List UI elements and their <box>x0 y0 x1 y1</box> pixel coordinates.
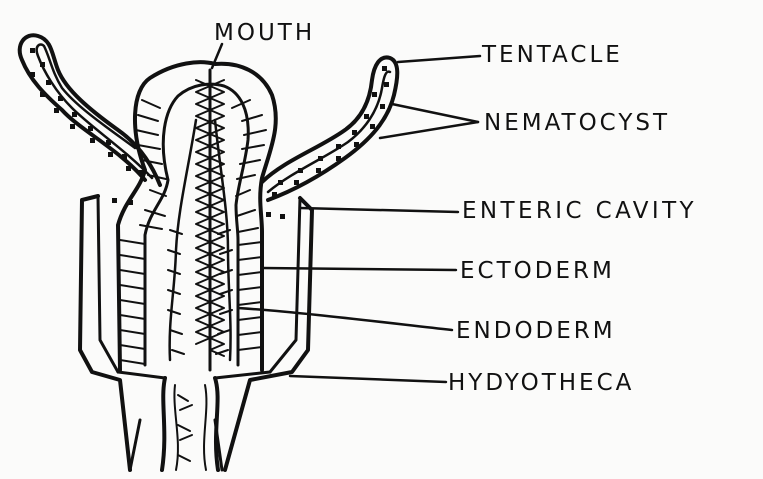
stalk <box>162 378 218 470</box>
leader-tentacle <box>398 56 480 62</box>
leader-lines <box>212 44 480 382</box>
leader-enteric-cavity <box>300 208 458 212</box>
label-endoderm: ENDODERM <box>456 318 616 344</box>
label-ectoderm: ECTODERM <box>460 258 615 284</box>
tentacle-left <box>20 35 160 205</box>
tentacle-right <box>262 57 397 219</box>
leader-endoderm <box>238 308 452 330</box>
leader-nematocyst-1 <box>392 104 478 122</box>
labels: MOUTH TENTACLE NEMATOCYST ENTERIC CAVITY… <box>214 20 697 396</box>
hydranth-body <box>118 62 276 370</box>
label-hydrotheca: HYDYOTHECA <box>448 370 634 396</box>
leader-ectoderm <box>262 268 456 270</box>
label-tentacle: TENTACLE <box>481 42 623 68</box>
leader-hydrotheca <box>290 376 446 382</box>
label-enteric-cavity: ENTERIC CAVITY <box>462 198 697 224</box>
label-nematocyst: NEMATOCYST <box>484 110 670 136</box>
nematocyst-cells-left <box>30 48 143 205</box>
leader-nematocyst-2 <box>380 122 478 138</box>
endoderm-cells <box>168 80 232 356</box>
label-mouth: MOUTH <box>214 20 315 46</box>
